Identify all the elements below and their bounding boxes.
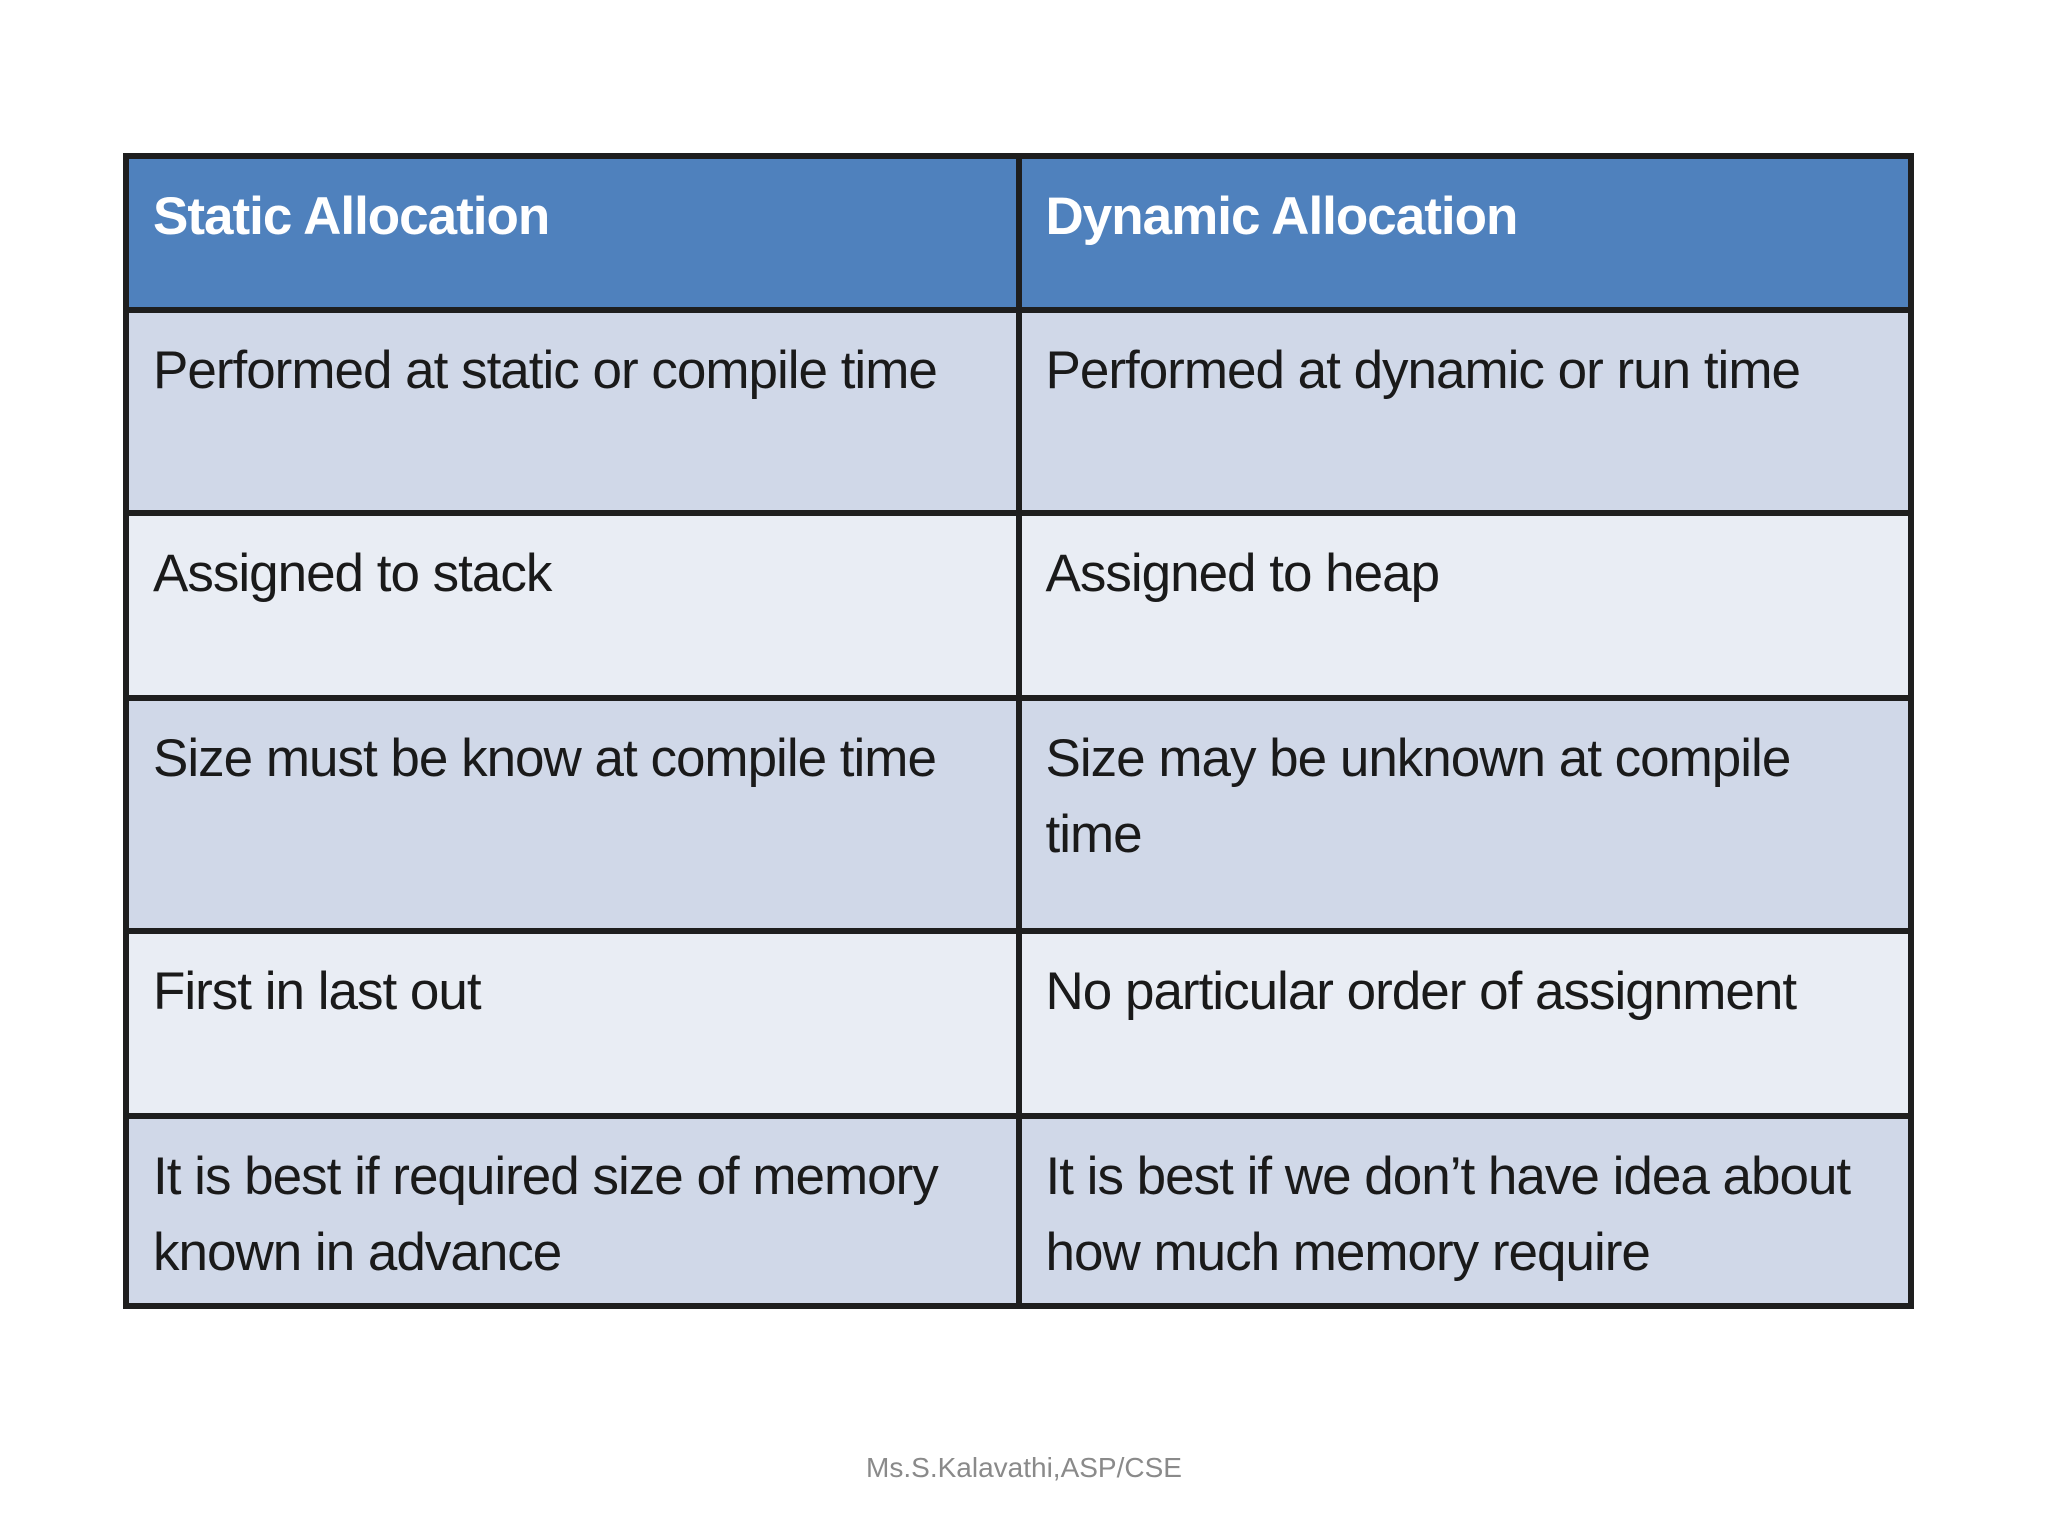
table-row: First in last out No particular order of… <box>123 928 1914 1119</box>
table-cell-dynamic: It is best if we don’t have idea about h… <box>1015 1113 1914 1309</box>
slide-footer: Ms.S.Kalavathi,ASP/CSE <box>866 1452 1182 1483</box>
table-cell-static: Size must be know at compile time <box>123 695 1022 934</box>
table-cell-dynamic: Size may be unknown at compile time <box>1015 695 1914 934</box>
table-cell-dynamic: No particular order of assignment <box>1015 928 1914 1119</box>
table-row: It is best if required size of memory kn… <box>123 1113 1914 1309</box>
header-static-allocation: Static Allocation <box>123 153 1022 313</box>
table-cell-dynamic: Performed at dynamic or run time <box>1015 307 1914 516</box>
table-cell-static: It is best if required size of memory kn… <box>123 1113 1022 1309</box>
header-dynamic-allocation: Dynamic Allocation <box>1015 153 1914 313</box>
table-cell-static: Performed at static or compile time <box>123 307 1022 516</box>
table-row: Performed at static or compile time Perf… <box>123 307 1914 516</box>
table-cell-static: First in last out <box>123 928 1022 1119</box>
table-header-row: Static Allocation Dynamic Allocation <box>123 153 1914 313</box>
table-row: Assigned to stack Assigned to heap <box>123 510 1914 701</box>
table-cell-static: Assigned to stack <box>123 510 1022 701</box>
table-cell-dynamic: Assigned to heap <box>1015 510 1914 701</box>
table-row: Size must be know at compile time Size m… <box>123 695 1914 934</box>
comparison-table: Static Allocation Dynamic Allocation Per… <box>123 153 1914 1309</box>
